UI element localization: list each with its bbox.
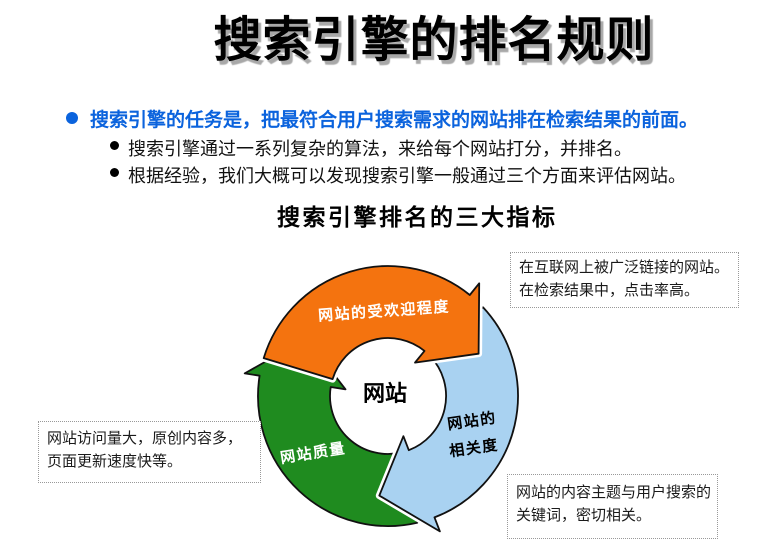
bullet-dot-sub-2 [110,168,119,177]
sub-bullet-1: 搜索引擎通过一系列复杂的算法，来给每个网站打分，并排名。 [128,139,632,159]
diagram-title: 搜索引擎排名的三大指标 [277,205,558,231]
callout-quality-line2: 页面更新速度快等。 [47,454,183,470]
sub-bullet-2: 根据经验，我们大概可以发现搜索引擎一般通过三个方面来评估网站。 [128,166,686,186]
cycle-diagram: 网站的受欢迎程度 网站的 相关度 网站质量 网站 [241,262,522,535]
bullet-dot-main [66,112,78,124]
callout-quality: 网站访问量大，原创内容多， 页面更新速度快等。 [38,421,261,483]
slide-title: 搜索引擎的排名规则 [213,12,655,68]
popularity-arrow [260,262,483,383]
bullet-dot-sub-1 [110,141,119,150]
callout-relevance-line1: 网站的内容主题与用户搜索的 [516,485,712,501]
callout-popularity-line2: 在检索结果中，点击率高。 [519,283,700,299]
callout-relevance: 网站的内容主题与用户搜索的 关键词，密切相关。 [507,474,718,539]
callout-quality-line1: 网站访问量大，原创内容多， [47,431,243,447]
callout-popularity-line1: 在互联网上被广泛链接的网站。 [519,260,730,276]
main-bullet-text: 搜索引擎的任务是，把最符合用户搜索需求的网站排在检索结果的前面。 [90,109,699,131]
callout-relevance-line2: 关键词，密切相关。 [516,508,652,524]
cycle-center-label: 网站 [363,382,407,407]
callout-popularity: 在互联网上被广泛链接的网站。 在检索结果中，点击率高。 [510,252,739,308]
quality-arrow [241,335,421,530]
relevance-arrow [375,303,522,535]
